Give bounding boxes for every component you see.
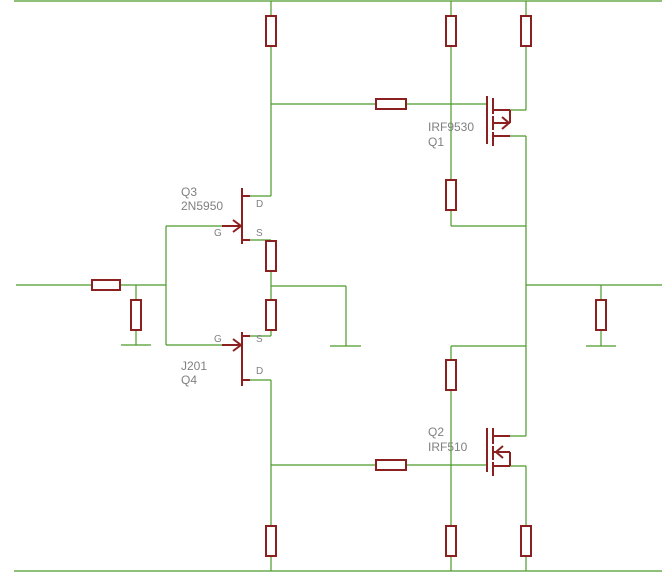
labels: Q3 2N5950 D G S G S D J201 Q4 IRF9530 Q1… [181,120,474,454]
q4-pin-d: D [256,366,263,377]
resistor-q2-gate [375,459,407,471]
transistor-q4 [222,332,250,386]
resistor-top-right [520,15,532,47]
resistor-input-shunt [130,299,142,331]
resistor-bottom-left [445,525,457,557]
resistor-bottom-right [520,525,532,557]
resistor-input-series [91,279,121,291]
resistor-q4-drain [265,525,277,557]
transistor-q3 [222,188,250,244]
resistor-top-left [445,15,457,47]
q4-pin-g: G [214,334,222,345]
q1-ref-label: Q1 [428,135,444,149]
q1-part-label: IRF9530 [428,120,474,134]
q4-pin-s: S [256,334,263,345]
q3-pin-g: G [214,228,222,239]
q4-ref-label: Q4 [181,373,197,387]
q4-part-label: J201 [181,359,207,373]
resistor-load [595,299,607,331]
resistor-q1-bias [445,179,457,211]
q3-ref-label: Q3 [181,185,197,199]
q2-part-label: IRF510 [428,440,468,454]
q3-part-label: 2N5950 [181,199,223,213]
q2-ref-label: Q2 [428,425,444,439]
q3-pin-d: D [256,199,263,210]
resistor-q4-source [265,299,277,331]
transistor-q2 [486,428,511,476]
resistor-q1-gate [375,98,407,110]
resistors [91,15,607,557]
resistor-q3-source [265,240,277,272]
q3-pin-s: S [256,228,263,239]
transistor-q1 [486,96,511,146]
resistor-q3-drain [265,15,277,47]
wires [14,0,662,572]
resistor-q2-bias [445,359,457,391]
